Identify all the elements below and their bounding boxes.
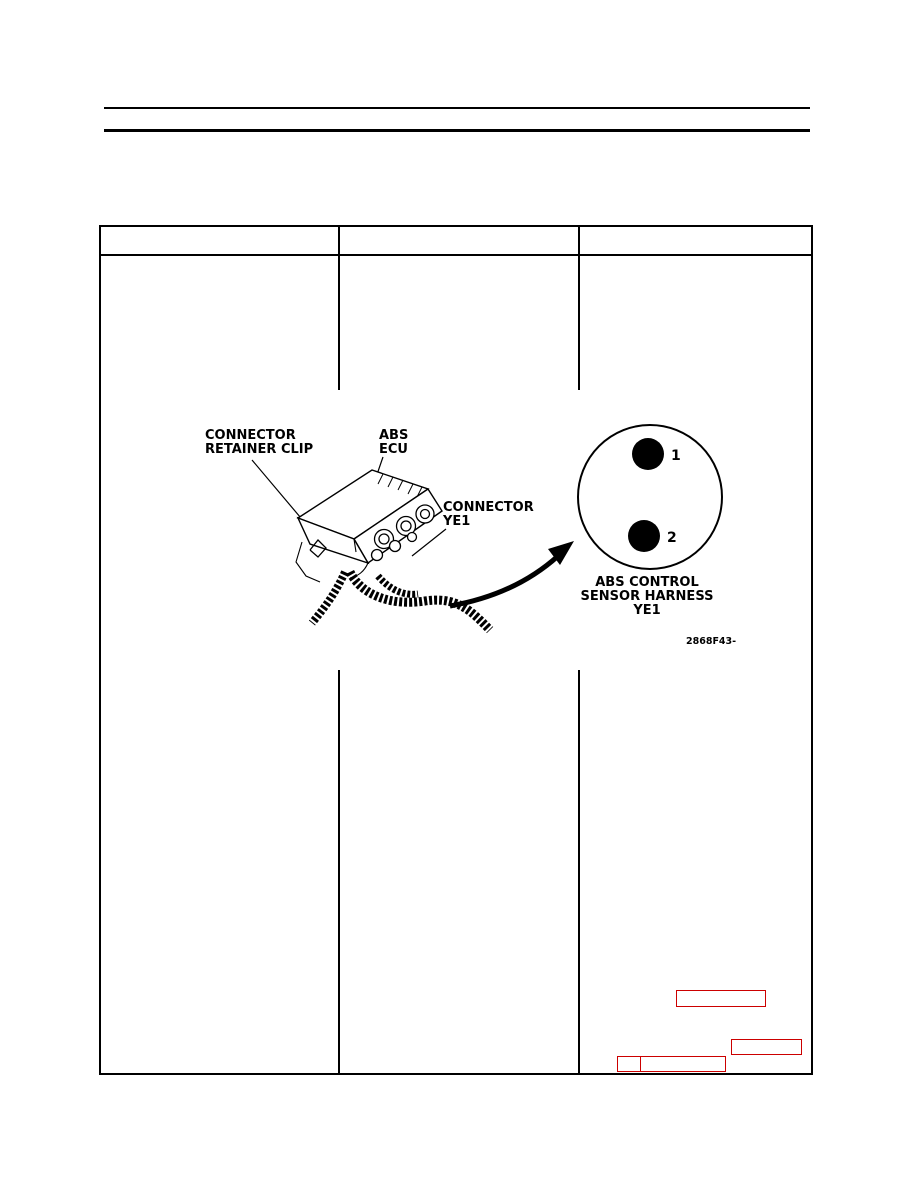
- callout-connector-ye1-line2: YE1: [442, 514, 470, 529]
- pin-2-terminal: [628, 520, 660, 552]
- pin-1-label: 1: [671, 448, 681, 464]
- ecu-connectors: [370, 504, 435, 562]
- link-box-2[interactable]: [731, 1039, 802, 1055]
- figure-drawing: CONNECTOR RETAINER CLIP ABS ECU CONNECTO…: [205, 424, 736, 647]
- detail-arrow-shaft: [449, 554, 560, 609]
- leader-line-connector-ye1: [411, 528, 447, 557]
- link-box-1[interactable]: [676, 990, 766, 1007]
- figure-caption-line2: SENSOR HARNESS: [581, 589, 714, 604]
- header-rule-top: [104, 107, 810, 109]
- table-header-row: [101, 227, 811, 256]
- figure-caption-line1: ABS CONTROL: [595, 575, 699, 590]
- header-rule-bottom: [104, 129, 810, 132]
- link-box-4[interactable]: [640, 1056, 726, 1072]
- wiring-harness: [308, 569, 494, 634]
- abs-ecu-connector-figure: CONNECTOR RETAINER CLIP ABS ECU CONNECTO…: [150, 390, 780, 670]
- callout-retainer-clip-line1: CONNECTOR: [205, 428, 296, 443]
- ecu-vent-ticks: [377, 473, 423, 498]
- pin-1-terminal: [632, 438, 664, 470]
- callout-abs-ecu-line2: ECU: [379, 442, 408, 457]
- callout-abs-ecu-line1: ABS: [379, 428, 408, 443]
- connector-detail-circle: [577, 424, 723, 570]
- table-header-cell-2: [338, 227, 578, 254]
- callout-connector-ye1-line1: CONNECTOR: [443, 500, 534, 515]
- table-header-cell-3: [578, 227, 811, 254]
- pin-2-label: 2: [667, 530, 677, 546]
- connector-retainer-clip-part: [309, 539, 327, 558]
- figure-caption-line3: YE1: [632, 603, 660, 618]
- figure-code: 2868F43-: [686, 636, 736, 647]
- callout-retainer-clip-line2: RETAINER CLIP: [205, 442, 313, 457]
- link-box-3[interactable]: [617, 1056, 641, 1072]
- detail-arrow-head: [548, 541, 574, 565]
- table-header-cell-1: [101, 227, 338, 254]
